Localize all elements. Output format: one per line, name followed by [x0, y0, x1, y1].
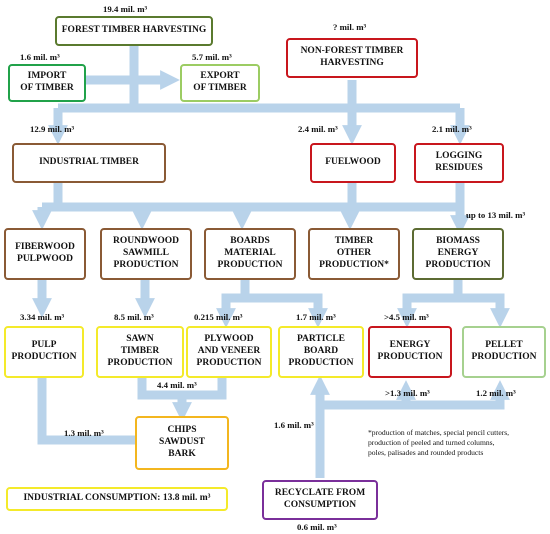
import-of-timber-box: IMPORT OF TIMBER	[8, 64, 86, 102]
industrial-timber-box: INDUSTRIAL TIMBER	[12, 143, 166, 183]
logging-residues-box: LOGGING RESIDUES	[414, 143, 504, 183]
box-label: PULP PRODUCTION	[11, 340, 77, 362]
chips-from-sawn-label: 4.4 mil. m³	[157, 380, 197, 390]
fuelwood-box: FUELWOOD	[310, 143, 396, 183]
box-label: IMPORT OF TIMBER	[20, 71, 74, 93]
forest-volume-label: 19.4 mil. m³	[103, 4, 148, 14]
box-label: INDUSTRIAL TIMBER	[39, 157, 139, 168]
biomass-energy-box: BIOMASS ENERGY PRODUCTION	[412, 228, 504, 280]
pulp-production-box: PULP PRODUCTION	[4, 326, 84, 378]
box-label: BOARDS MATERIAL PRODUCTION	[217, 236, 283, 270]
export-of-timber-box: EXPORT OF TIMBER	[180, 64, 260, 102]
sawn-timber-box: SAWN TIMBER PRODUCTION	[96, 326, 184, 378]
box-label: NON-FOREST TIMBER HARVESTING	[300, 46, 404, 68]
export-volume-label: 5.7 mil. m³	[192, 52, 232, 62]
box-label: ENERGY PRODUCTION	[377, 340, 443, 362]
import-volume-label: 1.6 mil. m³	[20, 52, 60, 62]
biomass-volume-label: up to 13 mil. m³	[466, 210, 526, 220]
energy-production-box: ENERGY PRODUCTION	[368, 326, 452, 378]
chips-sawdust-bark-box: CHIPS SAWDUST BARK	[135, 416, 229, 470]
forest-timber-harvesting-box: FOREST TIMBER HARVESTING	[55, 16, 213, 46]
particle-board-box: PARTICLE BOARD PRODUCTION	[278, 326, 364, 378]
footnote: *production of matches, special pencil c…	[368, 428, 510, 457]
box-label: SAWN TIMBER PRODUCTION	[107, 334, 173, 368]
chips-to-particle-label: 1.6 mil. m³	[274, 420, 314, 430]
industrial-consumption-box: INDUSTRIAL CONSUMPTION: 13.8 mil. m³	[6, 487, 228, 511]
chips-to-energy-label: >1.3 mil. m³	[385, 388, 430, 398]
box-label: PLYWOOD AND VENEER PRODUCTION	[196, 334, 262, 368]
box-label: TIMBER OTHER PRODUCTION*	[319, 236, 389, 270]
industrial-volume-label: 12.9 mil. m³	[30, 124, 75, 134]
recycle-volume-label: 0.6 mil. m³	[297, 522, 337, 532]
chips-from-pulp-label: 1.3 mil. m³	[64, 428, 104, 438]
particle-volume-label: 1.7 mil. m³	[296, 312, 336, 322]
box-label: RECYCLATE FROM CONSUMPTION	[274, 488, 366, 510]
box-label: ROUNDWOOD SAWMILL PRODUCTION	[113, 236, 179, 270]
plywood-volume-label: 0.215 mil. m³	[194, 312, 243, 322]
box-label: INDUSTRIAL CONSUMPTION: 13.8 mil. m³	[23, 493, 211, 504]
box-label: BIOMASS ENERGY PRODUCTION	[425, 236, 491, 270]
recyclate-from-consumption-box: RECYCLATE FROM CONSUMPTION	[262, 480, 378, 520]
nonforest-volume-label: ? mil. m³	[333, 22, 367, 32]
non-forest-timber-harvesting-box: NON-FOREST TIMBER HARVESTING	[286, 38, 418, 78]
pulp-volume-label: 3.34 mil. m³	[20, 312, 65, 322]
box-label: LOGGING RESIDUES	[435, 151, 483, 173]
chips-to-pellet-label: 1.2 mil. m³	[476, 388, 516, 398]
fuelwood-volume-label: 2.4 mil. m³	[298, 124, 338, 134]
box-label: FIBERWOOD PULPWOOD	[15, 242, 75, 264]
fiberwood-pulpwood-box: FIBERWOOD PULPWOOD	[4, 228, 86, 280]
box-label: FOREST TIMBER HARVESTING	[61, 25, 207, 36]
logging-volume-label: 2.1 mil. m³	[432, 124, 472, 134]
pellet-production-box: PELLET PRODUCTION	[462, 326, 546, 378]
sawn-volume-label: 8.5 mil. m³	[114, 312, 154, 322]
box-label: EXPORT OF TIMBER	[193, 71, 247, 93]
energy-volume-label: >4.5 mil. m³	[384, 312, 429, 322]
box-label: CHIPS SAWDUST BARK	[159, 425, 205, 459]
box-label: PELLET PRODUCTION	[471, 340, 537, 362]
timber-other-production-box: TIMBER OTHER PRODUCTION*	[308, 228, 400, 280]
plywood-veneer-box: PLYWOOD AND VENEER PRODUCTION	[186, 326, 272, 378]
box-label: PARTICLE BOARD PRODUCTION	[288, 334, 354, 368]
roundwood-sawmill-box: ROUNDWOOD SAWMILL PRODUCTION	[100, 228, 192, 280]
boards-material-box: BOARDS MATERIAL PRODUCTION	[204, 228, 296, 280]
box-label: FUELWOOD	[325, 157, 381, 168]
